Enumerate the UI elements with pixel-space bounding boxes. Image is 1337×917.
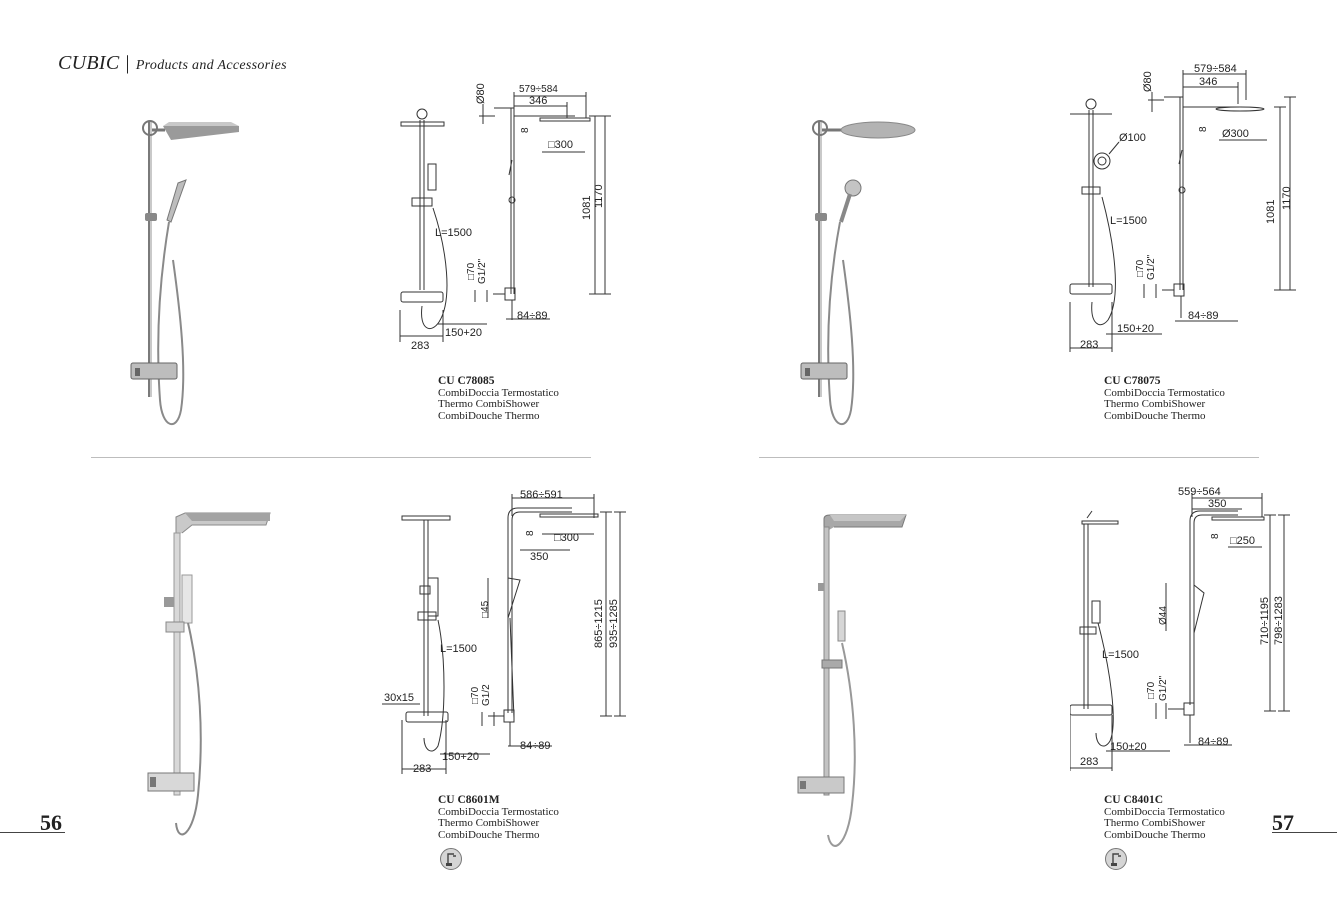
page-number-right: 57 [1272,810,1294,835]
page-rule-right [1272,832,1337,833]
dim-handle: 30x15 [384,692,414,704]
technical-drawing-c8401c: 559÷564 350 8 □250 Ø44 710÷1195 798÷1283… [1070,486,1290,771]
dim-hose: L=1500 [440,643,477,655]
dim-arm: 346 [529,95,547,107]
product-desc-en: Thermo CombiShower [438,398,540,411]
product-desc-it: CombiDoccia Termostatico [1104,386,1225,399]
product-desc-it: CombiDoccia Termostatico [438,805,559,818]
dim-width-range: 586÷591 [520,489,563,501]
dim-arm: 350 [530,551,548,563]
dim-mixer: 150±20 [1110,741,1147,753]
product-photo-c8601m [147,512,271,836]
dim-thread: G1/2" [477,258,488,284]
dim-arm: 350 [1208,498,1226,510]
product-desc-en: Thermo CombiShower [438,817,540,830]
product-desc-fr: CombiDouche Thermo [438,409,540,422]
dim-offset: 84÷89 [517,310,548,322]
technical-drawing-c8601m: 586÷591 8 □300 350 □45 865÷1215 935÷1285… [382,489,626,775]
dim-height-a: 1081 [1265,200,1277,224]
dim-thread: G1/2" [1158,675,1169,701]
dim-head-drop: 8 [520,127,531,133]
dim-thread: G1/2" [1146,254,1157,280]
dim-body: □70 [1135,259,1146,277]
product-desc-fr: CombiDouche Thermo [438,828,540,841]
product-photo-c78075 [800,120,916,426]
dim-height-a: 1081 [581,196,593,220]
caption-c8601m: CU C8601M CombiDoccia Termostatico Therm… [438,794,559,841]
page-rule-left [0,832,65,833]
dim-offset: 84÷89 [1198,736,1229,748]
product-code: CU C8601M [438,794,500,806]
dim-head-drop: 8 [1198,126,1209,132]
caption-c78085: CU C78085 CombiDoccia Termostatico Therm… [438,375,559,422]
dim-hand-dia: Ø100 [1119,132,1146,144]
brand-name: CUBIC [58,52,120,74]
dim-body: □70 [470,686,481,704]
product-code: CU C78085 [438,375,495,387]
dim-ceiling: Ø80 [1142,71,1154,92]
dim-head: □300 [554,532,579,544]
dim-width-range: 579÷584 [519,84,558,95]
dim-height-a: 710÷1195 [1259,597,1271,645]
technical-drawing-c78075: 579÷584 346 8 Ø300 Ø80 Ø100 1081 1170 L=… [1069,63,1296,352]
dim-base: 283 [1080,756,1098,768]
dim-ceiling: Ø80 [475,83,487,104]
dim-offset: 84÷89 [1188,310,1219,322]
dim-height-b: 1170 [1281,186,1293,210]
dim-hose: L=1500 [1110,215,1147,227]
caption-c78075: CU C78075 CombiDoccia Termostatico Therm… [1104,375,1225,422]
dim-width-range: 559÷564 [1178,486,1221,498]
product-desc-it: CombiDoccia Termostatico [438,386,559,399]
product-photo-c78085 [130,120,239,426]
product-desc-en: Thermo CombiShower [1104,398,1206,411]
dim-base: 283 [413,763,431,775]
dim-height-a: 865÷1215 [593,599,605,648]
dim-mixer: 150+20 [445,327,482,339]
dim-head: □250 [1230,535,1255,547]
caption-c8401c: CU C8401C CombiDoccia Termostatico Therm… [1104,794,1225,841]
dim-width-range: 579÷584 [1194,63,1237,75]
product-desc-en: Thermo CombiShower [1104,817,1206,830]
dim-body: □70 [1146,681,1157,699]
dim-head-drop: 8 [1210,533,1221,539]
divider-right [759,457,1259,458]
dim-hose: L=1500 [435,227,472,239]
shower-system-icon [1105,848,1127,870]
dim-base: 283 [1080,339,1098,351]
product-desc-fr: CombiDouche Thermo [1104,828,1206,841]
product-desc-fr: CombiDouche Thermo [1104,409,1206,422]
dim-height-b: 798÷1283 [1273,596,1285,645]
dim-body: □70 [466,262,477,280]
dim-height-b: 1170 [593,184,605,208]
dim-bracket: □45 [480,600,491,618]
shower-system-icon [440,848,462,870]
brand-header: CUBIC| Products and Accessories [58,52,287,75]
brand-subtitle: Products and Accessories [135,58,287,73]
brand-separator: | [125,52,130,74]
dim-arm: 346 [1199,76,1217,88]
divider-left [91,457,591,458]
dim-mixer: 150+20 [442,751,479,763]
dim-head: Ø300 [1222,128,1249,140]
dim-height-b: 935÷1285 [608,599,620,648]
dim-head: □300 [548,139,573,151]
page-number-left: 56 [40,810,62,835]
product-desc-it: CombiDoccia Termostatico [1104,805,1225,818]
dim-mixer: 150+20 [1117,323,1154,335]
product-code: CU C8401C [1104,794,1164,806]
dim-thread: G1/2 [481,684,492,706]
dim-hose: L=1500 [1102,649,1139,661]
dim-head-drop: 8 [525,530,536,536]
dim-base: 283 [411,340,429,352]
technical-drawing-c78085: 579÷584 346 8 □300 Ø80 1081 1170 L=1500 … [399,83,611,352]
product-code: CU C78075 [1104,375,1161,387]
dim-bracket: Ø44 [1158,606,1169,625]
product-photo-c8401c [797,514,907,847]
dim-offset: 84÷89 [520,740,551,752]
